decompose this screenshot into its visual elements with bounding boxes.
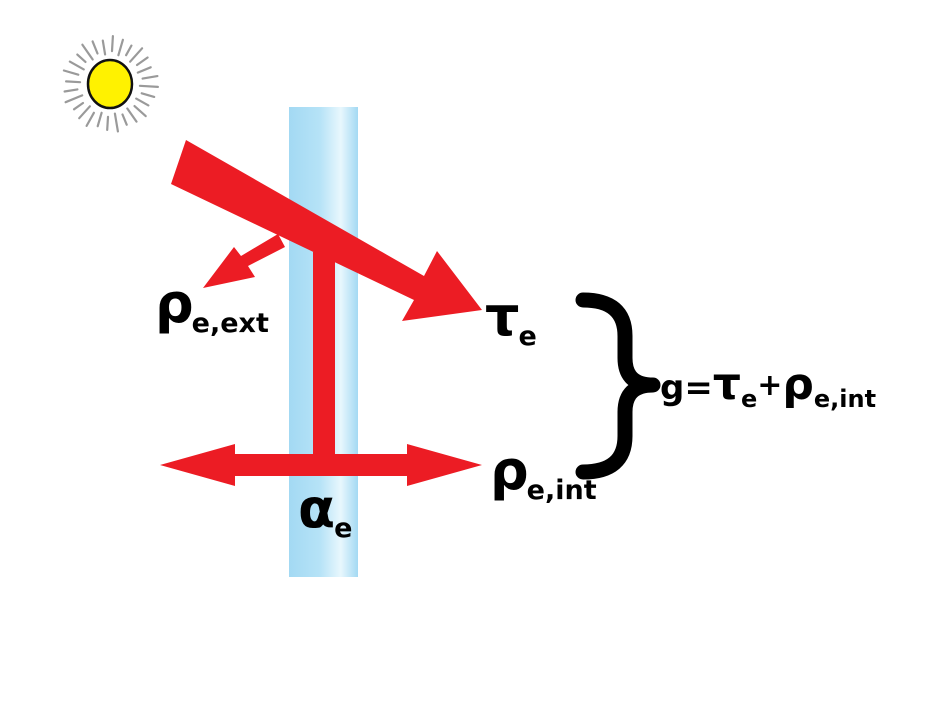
sun-ray <box>62 69 80 76</box>
sun-ray <box>140 92 156 99</box>
transmitted-beam-arrow <box>171 140 482 321</box>
sun-icon <box>62 34 159 133</box>
label-rho-ext-subscript: e,ext <box>191 308 269 339</box>
sun-ray <box>133 104 147 118</box>
formula-equals: = <box>684 368 713 408</box>
label-alpha: αe <box>298 482 353 543</box>
sun-ray <box>64 94 84 104</box>
solar-gain-formula: g=τe+ρe,int <box>660 363 876 412</box>
sun-ray <box>110 34 115 53</box>
sun-ray <box>78 105 92 120</box>
sun-ray <box>72 101 85 111</box>
label-alpha-symbol: α <box>298 477 336 540</box>
label-alpha-subscript: e <box>334 513 353 544</box>
absorbed-energy-stem <box>313 252 335 468</box>
label-tau: τe <box>485 290 538 351</box>
sun-ray <box>126 107 138 123</box>
internal-emission-double-arrow <box>160 444 482 486</box>
label-tau-symbol: τ <box>485 285 520 348</box>
label-rho-ext-symbol: ρ <box>155 272 194 335</box>
sun-ray <box>129 47 144 63</box>
formula-tau-subscript: e <box>740 385 758 413</box>
sun-ray <box>101 39 107 56</box>
sun-ray <box>135 97 150 107</box>
sun-ray <box>113 112 120 133</box>
external-reflection-arrow <box>203 234 285 288</box>
formula-tau-symbol: τ <box>712 359 741 410</box>
sun-ray <box>68 60 85 71</box>
label-tau-subscript: e <box>518 321 537 352</box>
formula-plus: + <box>757 368 783 403</box>
sun-disc <box>86 58 134 110</box>
sun-ray <box>81 43 94 61</box>
formula-rho-symbol: ρ <box>782 359 814 410</box>
sun-ray <box>96 111 103 128</box>
formula-g: g <box>660 368 685 408</box>
sun-ray <box>85 111 96 128</box>
sun-ray <box>91 40 99 55</box>
sun-ray <box>76 53 87 64</box>
sun-ray <box>64 80 82 84</box>
sun-ray <box>138 84 159 89</box>
sun-ray <box>124 44 133 57</box>
sun-ray <box>136 66 152 74</box>
label-rho-ext: ρe,ext <box>155 277 271 338</box>
sun-ray <box>121 113 128 126</box>
formula-rho-subscript: e,int <box>813 385 877 413</box>
label-rho-int-symbol: ρ <box>490 439 529 502</box>
sun-ray <box>117 38 125 57</box>
label-rho-int: ρe,int <box>490 444 599 505</box>
sun-ray <box>63 88 79 93</box>
sun-ray <box>141 74 159 80</box>
sun-ray <box>106 115 110 131</box>
right-curly-brace <box>575 292 661 480</box>
label-rho-int-subscript: e,int <box>526 475 597 506</box>
sun-ray <box>135 56 149 67</box>
